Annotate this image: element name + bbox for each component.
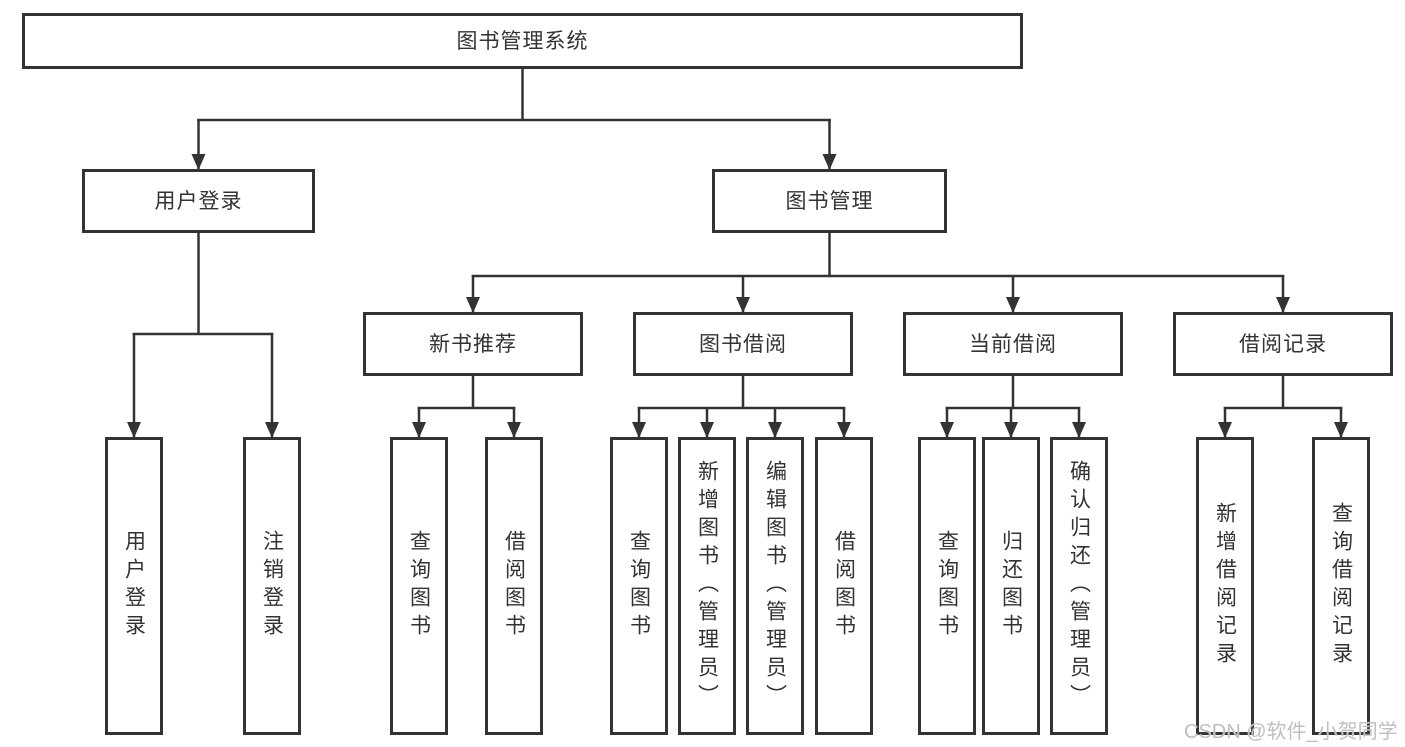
leaf-add-book-admin: 新增图书（管理员）	[678, 437, 736, 735]
node-user-login: 用户登录	[82, 169, 315, 233]
node-root: 图书管理系统	[22, 13, 1023, 69]
leaf-logout: 注销登录	[243, 437, 301, 735]
leaf-borrow-books-recommend: 借阅图书	[485, 437, 543, 735]
leaf-query-books-borrow: 查询图书	[610, 437, 668, 735]
leaf-add-borrow-record: 新增借阅记录	[1196, 437, 1254, 735]
node-book-borrow: 图书借阅	[633, 312, 853, 376]
leaf-borrow-books: 借阅图书	[815, 437, 873, 735]
node-new-book-recommend: 新书推荐	[363, 312, 583, 376]
leaf-return-books: 归还图书	[982, 437, 1040, 735]
csdn-watermark: CSDN @软件_小贺同学	[1184, 721, 1398, 743]
node-current-borrow: 当前借阅	[903, 312, 1123, 376]
leaf-user-login: 用户登录	[105, 437, 163, 735]
node-book-management: 图书管理	[712, 169, 947, 233]
leaf-edit-book-admin: 编辑图书（管理员）	[746, 437, 804, 735]
node-borrow-records: 借阅记录	[1173, 312, 1393, 376]
leaf-query-books-recommend: 查询图书	[390, 437, 448, 735]
leaf-query-books-current: 查询图书	[918, 437, 976, 735]
leaf-query-borrow-record: 查询借阅记录	[1312, 437, 1370, 735]
leaf-confirm-return-admin: 确认归还（管理员）	[1050, 437, 1108, 735]
